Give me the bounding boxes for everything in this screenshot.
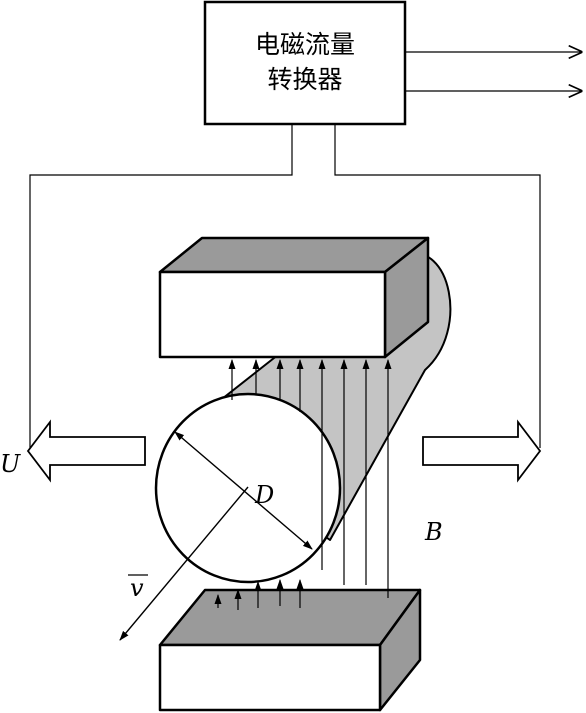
electrode-wires <box>29 124 541 448</box>
velocity-label: v <box>130 574 144 602</box>
converter-box: 电磁流量 转换器 <box>203 0 407 126</box>
left-voltage-arrow <box>26 419 146 483</box>
magnetic-field-lines <box>214 359 392 610</box>
left-electrode-wire <box>29 124 293 448</box>
voltage-arrows <box>26 419 542 483</box>
top-magnet <box>158 236 430 359</box>
right-voltage-arrow <box>422 419 542 483</box>
right-electrode-wire <box>334 124 541 448</box>
diameter-arrow <box>174 431 313 550</box>
voltage-label: U <box>0 450 21 478</box>
converter-title-line1: 电磁流量 <box>255 30 355 59</box>
field-label: B <box>424 518 443 546</box>
velocity-arrow <box>119 486 249 641</box>
diameter-label: D <box>254 481 274 509</box>
converter-title-line2: 转换器 <box>267 65 342 94</box>
output-signal-arrows <box>405 52 582 91</box>
bottom-magnet <box>158 588 422 712</box>
